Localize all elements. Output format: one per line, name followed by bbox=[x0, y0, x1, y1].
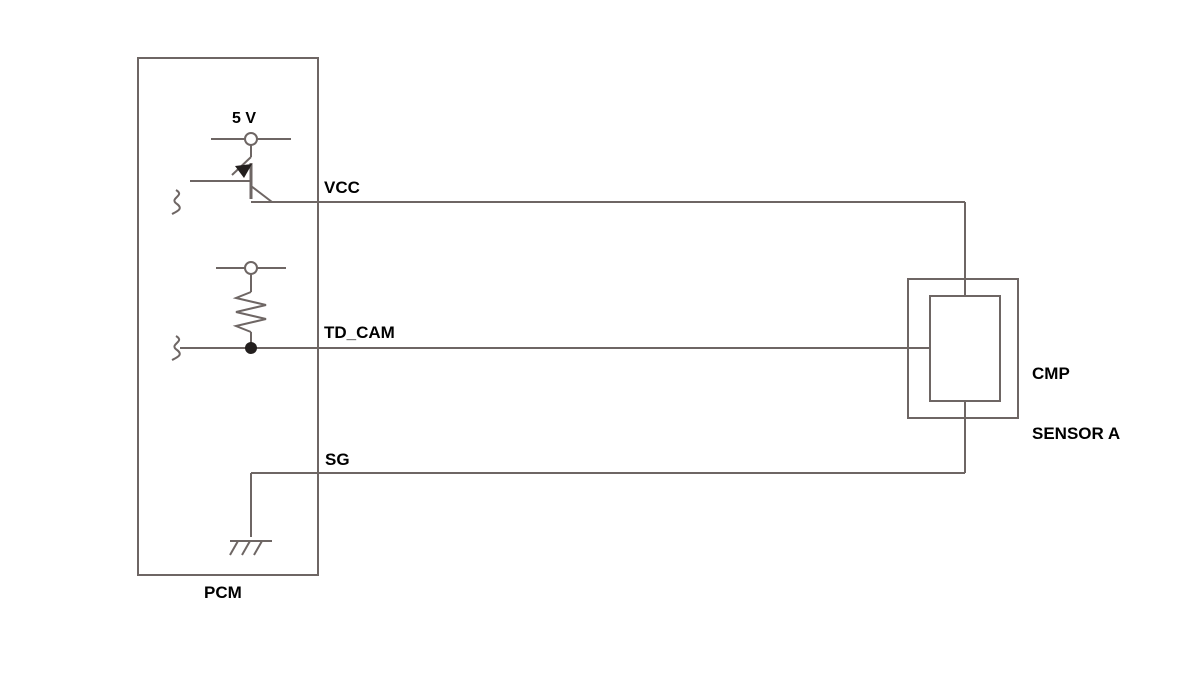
td-cam-break-squiggle bbox=[171, 335, 181, 361]
td-cam-junction-dot bbox=[245, 342, 257, 354]
sensor-outer-box bbox=[907, 278, 1019, 419]
resistor-node-circle bbox=[244, 261, 258, 275]
transistor-collector-lead bbox=[250, 185, 273, 203]
transistor-emitter-arrowhead bbox=[235, 164, 252, 178]
resistor-zigzag bbox=[232, 291, 267, 333]
supply-node-circle bbox=[244, 132, 258, 146]
sensor-label-line-1: CMP bbox=[1032, 364, 1070, 384]
pcm-module-label: PCM bbox=[204, 583, 242, 602]
signal-label-vcc: VCC bbox=[324, 178, 360, 197]
ground-hatch-3 bbox=[253, 540, 263, 556]
supply-voltage-label: 5 V bbox=[232, 110, 257, 127]
ground-hatch-1 bbox=[229, 540, 239, 556]
ground-hatch-2 bbox=[241, 540, 251, 556]
signal-label-td-cam: TD_CAM bbox=[324, 323, 395, 342]
vcc-break-squiggle bbox=[171, 189, 181, 215]
signal-label-sg: SG bbox=[325, 450, 350, 469]
sensor-label-line-2: SENSOR A bbox=[1032, 423, 1121, 443]
pcm-module-box bbox=[137, 57, 319, 576]
sensor-inner-box bbox=[929, 295, 1001, 402]
sensor-module-label: CMP SENSOR A bbox=[1032, 325, 1120, 483]
